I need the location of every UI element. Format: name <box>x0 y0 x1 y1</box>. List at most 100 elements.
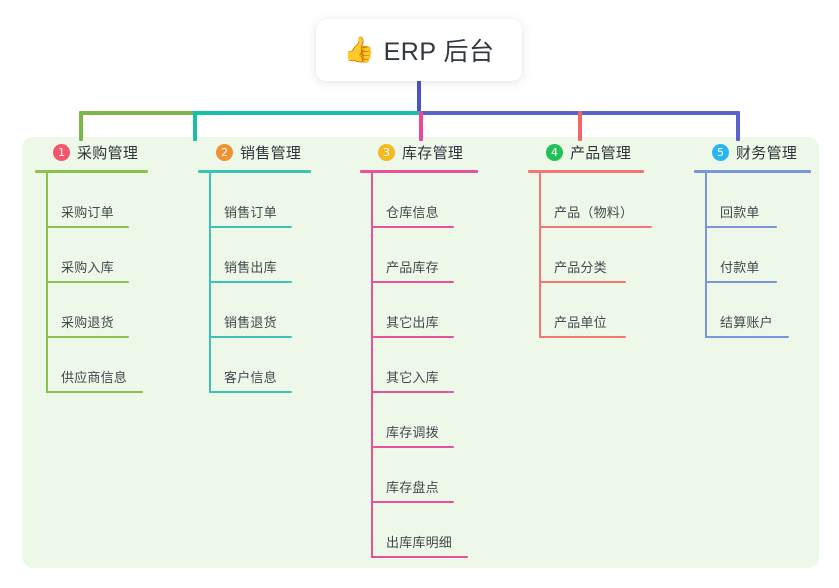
branch-header-rule <box>360 170 478 173</box>
branch-item-rule <box>539 226 652 228</box>
branch-item[interactable]: 结算账户 <box>694 283 819 338</box>
branch-title: 财务管理 <box>736 144 798 162</box>
branch-item-rule <box>705 226 777 228</box>
branch-item[interactable]: 采购退货 <box>35 283 190 338</box>
branch-item-rule <box>209 391 292 393</box>
branch-title: 库存管理 <box>402 144 464 162</box>
branch-item-rule <box>209 336 292 338</box>
branch-item-list: 仓库信息产品库存其它出库其它入库库存调拨库存盘点出库库明细 <box>360 173 520 558</box>
branch-item-rule <box>209 226 292 228</box>
connector-drop-col-5 <box>736 111 740 141</box>
branch-number-badge: 3 <box>378 143 395 161</box>
branch-item-rule <box>371 446 454 448</box>
branch-item-label: 产品库存 <box>386 260 439 275</box>
branch-item-label: 库存盘点 <box>386 480 439 495</box>
branch-item[interactable]: 其它入库 <box>360 338 520 393</box>
branch-item-list: 采购订单采购入库采购退货供应商信息 <box>35 173 190 393</box>
branch-item-rule <box>371 281 454 283</box>
branch-header-sales[interactable]: 2 销售管理 <box>198 137 353 167</box>
branch-item-label: 出库库明细 <box>386 535 453 550</box>
branch-trunk-line <box>209 173 211 393</box>
branch-item[interactable]: 出库库明细 <box>360 503 520 558</box>
branch-item-rule <box>705 336 789 338</box>
branch-item[interactable]: 产品库存 <box>360 228 520 283</box>
branch-item[interactable]: 销售出库 <box>198 228 353 283</box>
branch-column-purchase: 1 采购管理采购订单采购入库采购退货供应商信息 <box>35 137 190 393</box>
root-node-erp-backend[interactable]: 👍 ERP 后台 <box>316 19 522 81</box>
branch-item-rule <box>539 336 626 338</box>
branch-item-label: 其它出库 <box>386 315 439 330</box>
branch-title: 采购管理 <box>77 144 139 162</box>
branch-header-purchase[interactable]: 1 采购管理 <box>35 137 190 167</box>
branch-item[interactable]: 采购入库 <box>35 228 190 283</box>
branch-item-label: 采购入库 <box>61 260 114 275</box>
branch-item-rule <box>46 391 143 393</box>
connector-drop-col-3 <box>419 111 423 141</box>
branch-item-label: 产品单位 <box>554 315 607 330</box>
branch-item-label: 采购退货 <box>61 315 114 330</box>
branch-title: 产品管理 <box>570 144 632 162</box>
branch-header-inventory[interactable]: 3 库存管理 <box>360 137 520 167</box>
branch-header-rule <box>528 170 644 173</box>
branch-item[interactable]: 库存调拨 <box>360 393 520 448</box>
branch-item[interactable]: 产品（物料） <box>528 173 688 228</box>
branch-item[interactable]: 回款单 <box>694 173 819 228</box>
branch-item-rule <box>371 556 468 558</box>
branch-item[interactable]: 产品单位 <box>528 283 688 338</box>
branch-trunk-line <box>46 173 48 393</box>
branch-header-rule <box>35 170 148 173</box>
branch-title: 销售管理 <box>240 144 302 162</box>
connector-bar-green <box>81 111 195 115</box>
branch-number-badge: 1 <box>53 143 70 161</box>
branch-item-label: 销售出库 <box>224 260 277 275</box>
branch-item-rule <box>209 281 292 283</box>
branch-item-label: 销售订单 <box>224 205 277 220</box>
branch-item-rule <box>46 336 129 338</box>
branch-item[interactable]: 仓库信息 <box>360 173 520 228</box>
branch-item-label: 结算账户 <box>720 315 773 330</box>
branch-column-finance: 5 财务管理回款单付款单结算账户 <box>694 137 819 338</box>
branch-item[interactable]: 客户信息 <box>198 338 353 393</box>
branch-item-label: 其它入库 <box>386 370 439 385</box>
branch-number-badge: 5 <box>712 143 729 161</box>
branch-header-finance[interactable]: 5 财务管理 <box>694 137 819 167</box>
branch-item-label: 销售退货 <box>224 315 277 330</box>
branch-item[interactable]: 产品分类 <box>528 228 688 283</box>
branch-item-label: 供应商信息 <box>61 370 128 385</box>
branch-item-rule <box>371 226 454 228</box>
connector-bar-teal <box>195 111 443 115</box>
connector-drop-col-4 <box>578 111 582 141</box>
connector-drop-col-2 <box>193 111 197 141</box>
branch-item-rule <box>705 281 777 283</box>
branch-item[interactable]: 销售退货 <box>198 283 353 338</box>
branch-item-rule <box>46 281 129 283</box>
branch-item-label: 产品分类 <box>554 260 607 275</box>
branch-item[interactable]: 其它出库 <box>360 283 520 338</box>
root-stem-connector <box>417 81 421 114</box>
branch-item[interactable]: 付款单 <box>694 228 819 283</box>
branch-item[interactable]: 采购订单 <box>35 173 190 228</box>
branch-item-list: 销售订单销售出库销售退货客户信息 <box>198 173 353 393</box>
branch-column-inventory: 3 库存管理仓库信息产品库存其它出库其它入库库存调拨库存盘点出库库明细 <box>360 137 520 558</box>
branch-item-label: 库存调拨 <box>386 425 439 440</box>
branch-item-label: 客户信息 <box>224 370 277 385</box>
branch-header-rule <box>694 170 811 173</box>
branch-item-list: 产品（物料） 产品分类产品单位 <box>528 173 688 338</box>
branch-item-rule <box>371 336 454 338</box>
branch-item-rule <box>371 501 454 503</box>
branch-trunk-line <box>371 173 373 558</box>
branch-item-label: 回款单 <box>720 205 760 220</box>
branch-column-sales: 2 销售管理销售订单销售出库销售退货客户信息 <box>198 137 353 393</box>
connector-drop-col-1 <box>79 111 83 141</box>
diagram-background-panel <box>22 137 819 568</box>
branch-item[interactable]: 供应商信息 <box>35 338 190 393</box>
branch-number-badge: 2 <box>216 143 233 161</box>
branch-item-label: 采购订单 <box>61 205 114 220</box>
branch-item[interactable]: 销售订单 <box>198 173 353 228</box>
branch-item-label: 仓库信息 <box>386 205 439 220</box>
branch-item-rule <box>539 281 626 283</box>
branch-header-rule <box>198 170 311 173</box>
branch-item[interactable]: 库存盘点 <box>360 448 520 503</box>
